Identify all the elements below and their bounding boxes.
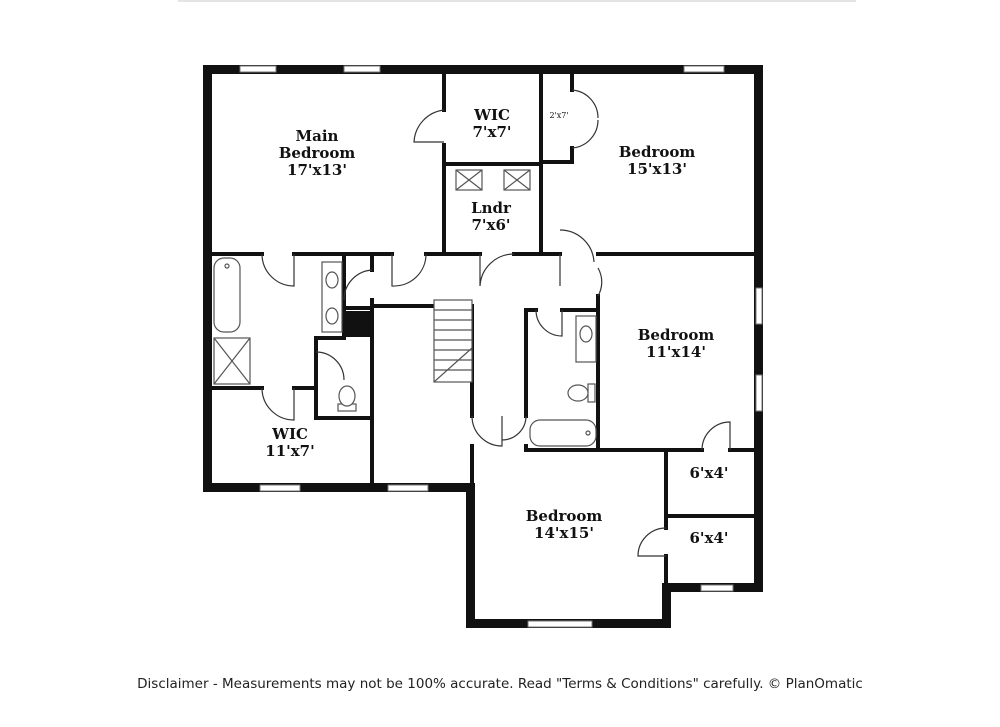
top-divider-line [178, 0, 856, 2]
bedroom-ne-dims: 15'x13' [627, 160, 687, 178]
wic-top-dims: 7'x7' [472, 123, 511, 141]
stairs [433, 299, 473, 383]
closet-b-dims: 6'x4' [689, 529, 728, 547]
wic-sw-label: WIC [271, 425, 308, 443]
disclaimer-text: Disclaimer - Measurements may not be 100… [137, 676, 863, 692]
main-bedroom-label: Bedroom [279, 144, 356, 162]
window [527, 620, 593, 628]
laundry-dims: 7'x6' [471, 216, 510, 234]
wic-top-label: WIC [473, 106, 510, 124]
doors [261, 89, 731, 557]
wall-west [203, 65, 212, 492]
toilet [338, 385, 356, 407]
closet-small-dims: 2'x7' [549, 111, 568, 120]
wall-north [203, 65, 763, 74]
main-bedroom-label: Main [296, 127, 339, 145]
window [259, 484, 301, 492]
toilet-tank [587, 383, 596, 403]
window [700, 584, 734, 592]
bedroom-south-dims: 14'x15' [534, 524, 594, 542]
wall-s-step [662, 583, 671, 628]
wic-sw-dims: 11'x7' [265, 442, 314, 460]
bedroom-south-label: Bedroom [526, 507, 603, 525]
window [387, 484, 429, 492]
wall-sw-bottom [203, 483, 475, 492]
wall-east [754, 65, 763, 592]
window [755, 374, 763, 412]
bedroom-ne-label: Bedroom [619, 143, 696, 161]
bathtub [529, 419, 597, 447]
closet-a-dims: 6'x4' [689, 464, 728, 482]
windows [239, 65, 763, 628]
window [343, 65, 381, 73]
bedroom-east-label: Bedroom [638, 326, 715, 344]
laundry-label: Lndr [471, 199, 512, 217]
mechanical-chase [346, 311, 370, 337]
window [239, 65, 277, 73]
window [683, 65, 725, 73]
fixtures [213, 169, 597, 447]
bedroom-east-dims: 11'x14' [646, 343, 706, 361]
wall-s-left [466, 483, 475, 628]
bathtub [213, 257, 241, 333]
room-labels: Main Bedroom 17'x13' WIC 7'x7' 2'x7' Bed… [265, 106, 728, 547]
toilet [567, 384, 589, 402]
window [755, 287, 763, 325]
main-bedroom-dims: 17'x13' [287, 161, 347, 179]
